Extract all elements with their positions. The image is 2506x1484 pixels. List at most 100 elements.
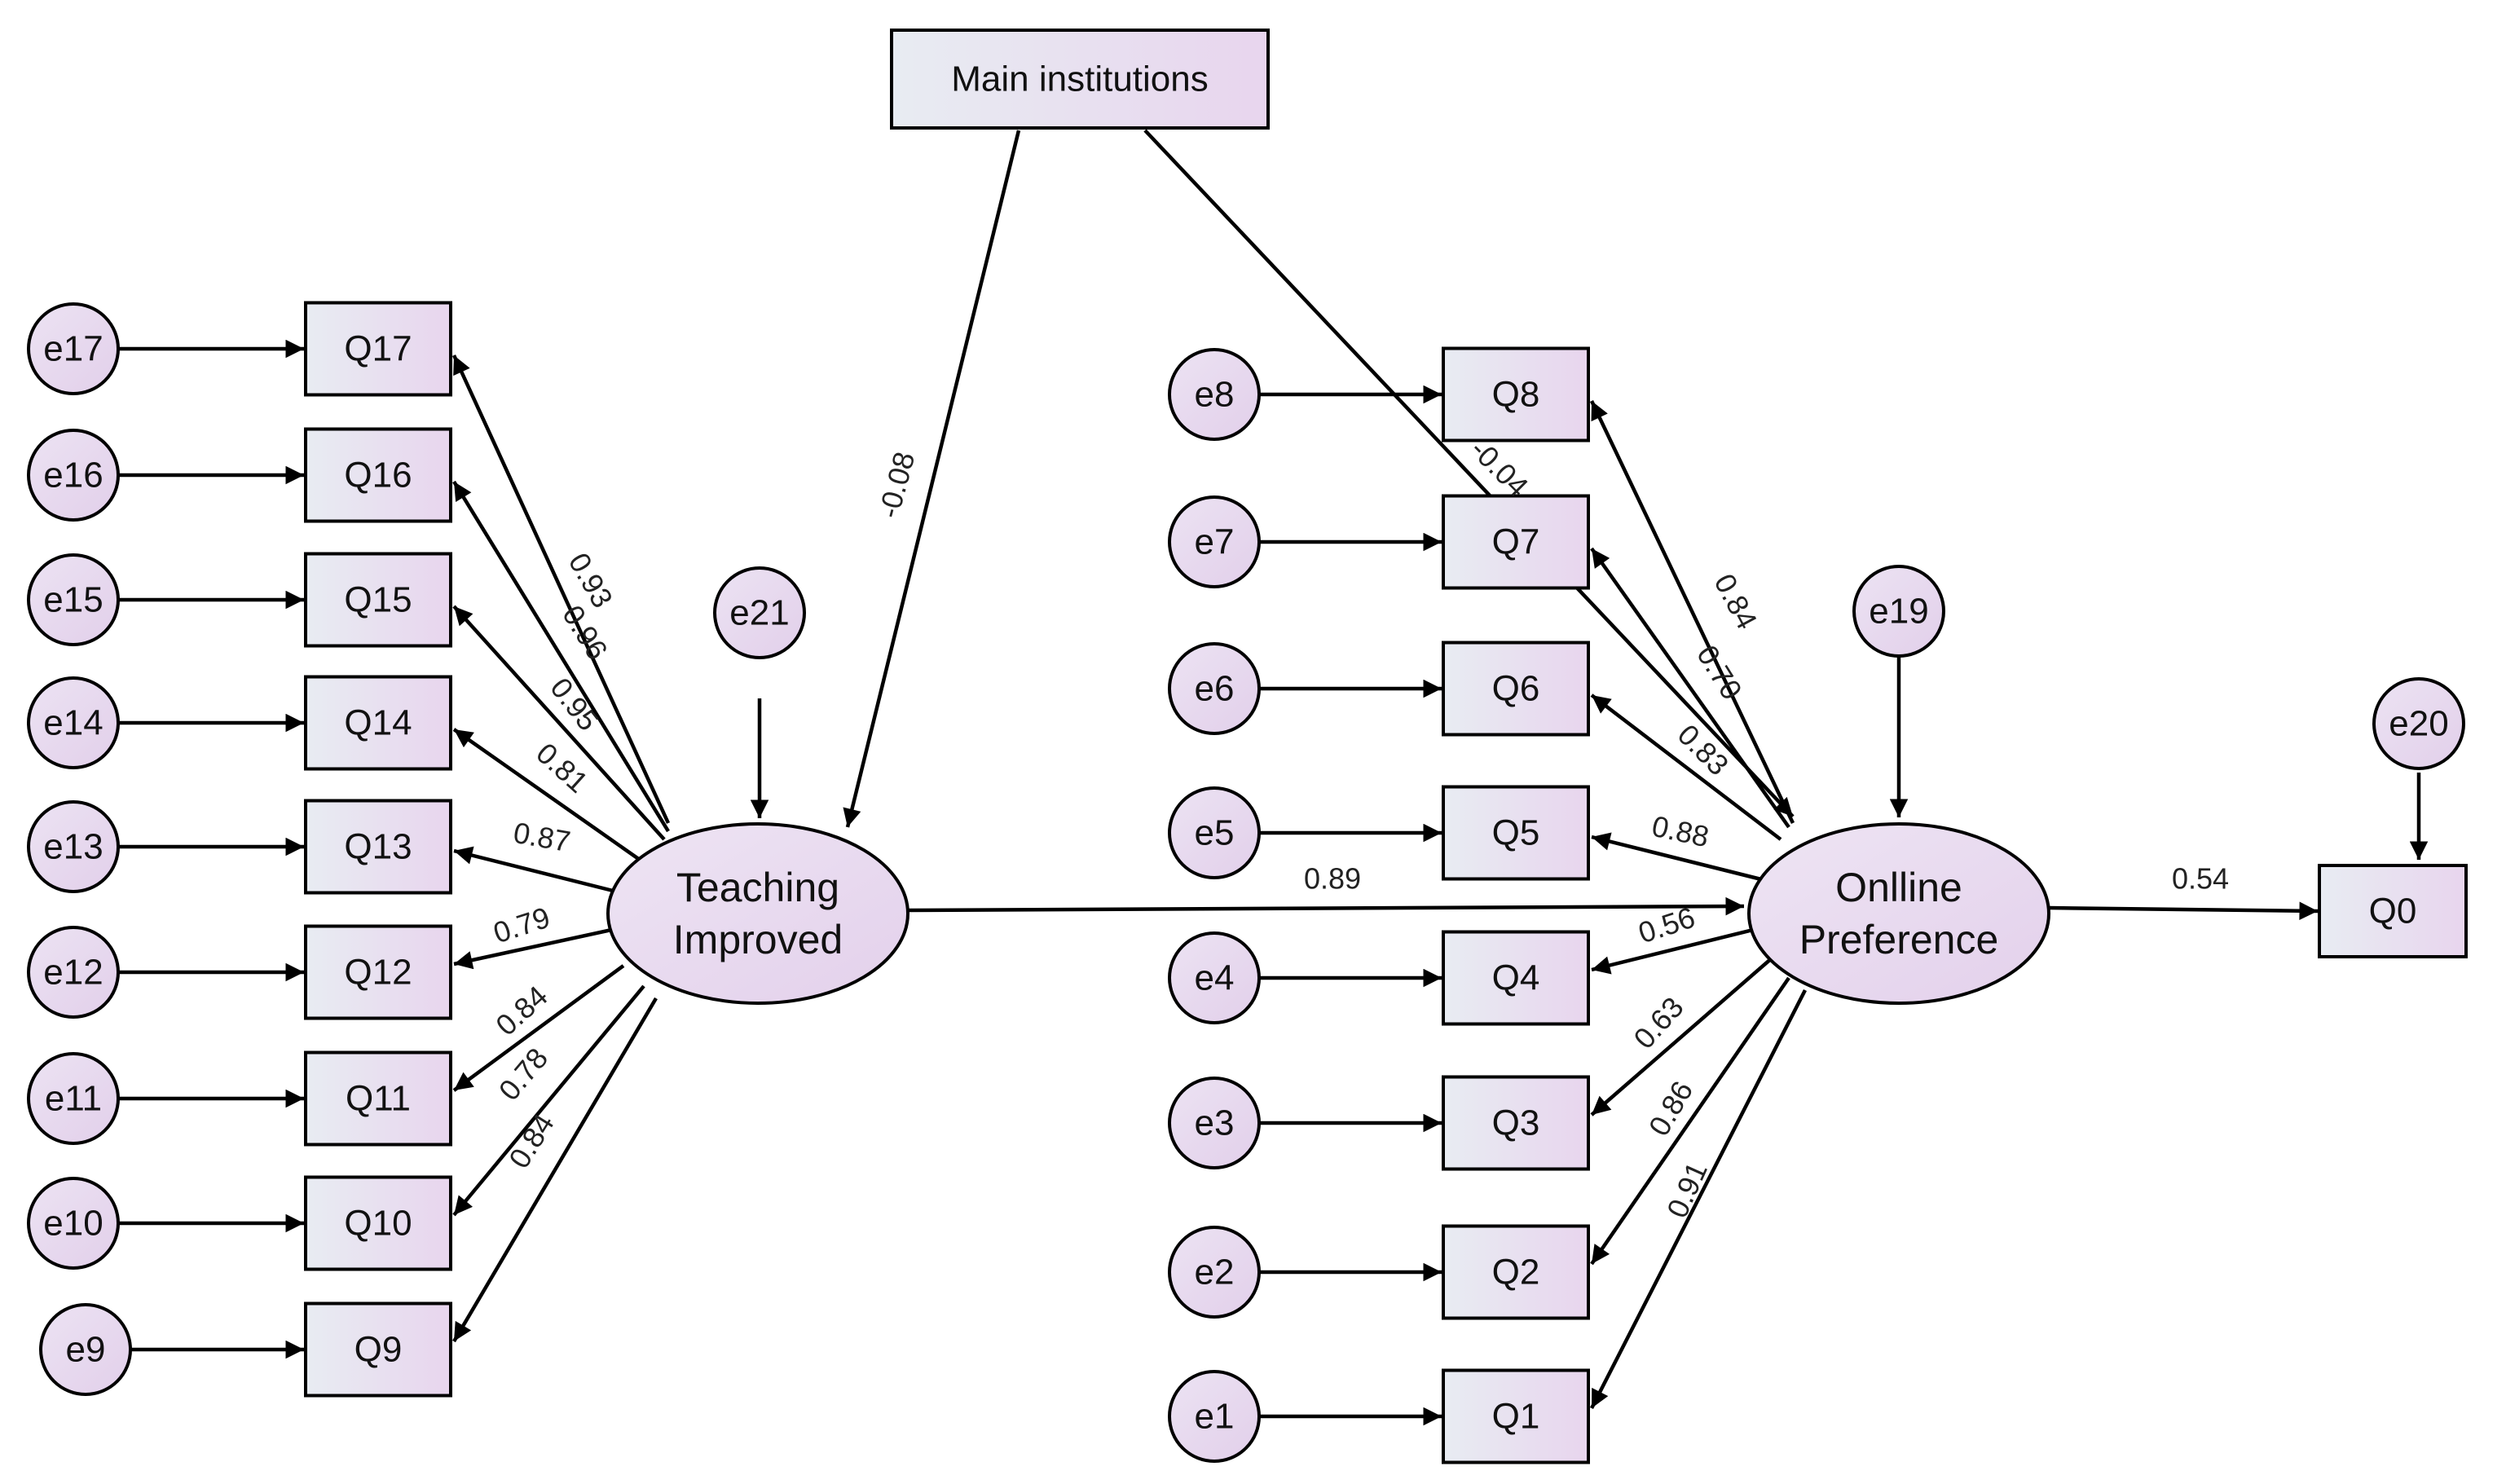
e19-circle-label: e19 — [1869, 592, 1928, 632]
q16-box-label: Q16 — [344, 456, 412, 495]
e8-circle-label: e8 — [1195, 375, 1235, 415]
e4-circle: e4 — [1168, 931, 1261, 1024]
coef-teaching-Q13: 0.87 — [511, 816, 573, 859]
path-main-to-teaching — [843, 130, 1021, 828]
q7-box-label: Q7 — [1492, 522, 1540, 562]
e7-circle-label: e7 — [1195, 522, 1235, 562]
q4-box: Q4 — [1442, 930, 1590, 1026]
coef-teaching-to-online: 0.89 — [1304, 862, 1361, 896]
q11-box: Q11 — [304, 1050, 452, 1147]
q0-box: Q0 — [2318, 864, 2468, 958]
path-online-to-Q1 — [1589, 989, 1808, 1410]
path-online-to-Q6 — [1590, 694, 1782, 841]
path-teaching-to-Q10 — [452, 984, 645, 1217]
q16-box: Q16 — [304, 427, 452, 523]
path-main-to-online — [1143, 129, 1795, 818]
q12-box-label: Q12 — [344, 953, 412, 993]
e20-circle: e20 — [2372, 677, 2465, 770]
q5-box-label: Q5 — [1492, 813, 1540, 853]
e13-circle-label: e13 — [43, 827, 103, 867]
coef-teaching-Q15: 0.95 — [544, 672, 605, 737]
q6-box: Q6 — [1442, 641, 1590, 737]
e12-circle-label: e12 — [43, 953, 103, 993]
e19-circle: e19 — [1852, 565, 1945, 658]
e21-circle: e21 — [713, 566, 806, 659]
coef-teaching-Q16: 0.96 — [556, 599, 614, 665]
path-online-to-q0 — [2048, 901, 2319, 920]
coef-teaching-Q10: 0.78 — [492, 1041, 554, 1107]
coef-teaching-Q11: 0.84 — [489, 979, 554, 1041]
path-online-to-Q7 — [1590, 547, 1790, 829]
q14-box: Q14 — [304, 675, 452, 771]
coef-online-Q7: 0.70 — [1690, 639, 1749, 705]
coef-teaching-Q9: 0.84 — [502, 1107, 561, 1174]
main-institutions-box-label: Main institutions — [951, 59, 1208, 99]
e2-circle-label: e2 — [1195, 1253, 1235, 1292]
e16-circle: e16 — [27, 429, 120, 522]
e14-circle-label: e14 — [43, 703, 103, 743]
e17-circle: e17 — [27, 302, 120, 395]
coef-online-Q5: 0.88 — [1649, 809, 1711, 854]
e20-circle-label: e20 — [2389, 704, 2448, 744]
q8-box: Q8 — [1442, 346, 1590, 443]
path-online-to-Q2 — [1590, 976, 1790, 1266]
coef-online-Q8: 0.84 — [1707, 568, 1764, 634]
q1-box-label: Q1 — [1492, 1397, 1540, 1437]
q10-box-label: Q10 — [344, 1204, 412, 1244]
path-arrows — [118, 129, 2429, 1426]
path-teaching-to-Q13 — [453, 846, 620, 895]
main-institutions-box: Main institutions — [890, 29, 1270, 130]
q3-box-label: Q3 — [1492, 1103, 1540, 1143]
q8-box-label: Q8 — [1492, 375, 1540, 415]
path-online-to-Q5 — [1591, 832, 1765, 883]
coef-online-Q6: 0.83 — [1671, 718, 1736, 782]
path-online-to-Q4 — [1591, 927, 1757, 975]
e2-circle: e2 — [1168, 1226, 1261, 1319]
path-teaching-to-Q17 — [451, 354, 671, 824]
q2-box: Q2 — [1442, 1224, 1590, 1320]
e11-circle-label: e11 — [45, 1079, 102, 1119]
e6-circle: e6 — [1168, 642, 1261, 735]
coef-main-to-online: -0.04 — [1464, 432, 1535, 503]
e10-circle: e10 — [27, 1177, 120, 1270]
q6-box-label: Q6 — [1492, 669, 1540, 709]
path-online-to-Q3 — [1590, 956, 1774, 1116]
e9-circle-label: e9 — [66, 1330, 106, 1370]
e9-circle: e9 — [39, 1303, 132, 1396]
path-online-to-Q8 — [1589, 400, 1795, 824]
q10-box: Q10 — [304, 1175, 452, 1271]
e3-circle: e3 — [1168, 1077, 1261, 1169]
e15-circle: e15 — [27, 553, 120, 646]
e1-circle-label: e1 — [1195, 1397, 1235, 1437]
e21-circle-label: e21 — [729, 593, 789, 633]
coef-online-to-q0: 0.54 — [2172, 862, 2229, 896]
coef-online-Q2: 0.86 — [1642, 1075, 1700, 1141]
teaching-improved-ellipse-label-line2: Improved — [673, 917, 843, 962]
e8-circle: e8 — [1168, 348, 1261, 441]
e13-circle: e13 — [27, 800, 120, 893]
path-teaching-to-Q14 — [452, 728, 641, 861]
e5-circle-label: e5 — [1195, 813, 1235, 853]
q15-box: Q15 — [304, 552, 452, 648]
path-teaching-to-Q15 — [452, 605, 666, 841]
path-teaching-to-online — [907, 896, 1745, 916]
coef-online-Q3: 0.63 — [1627, 990, 1689, 1055]
q4-box-label: Q4 — [1492, 958, 1540, 998]
e14-circle: e14 — [27, 676, 120, 769]
path-teaching-to-Q9 — [452, 997, 658, 1343]
e11-circle: e11 — [27, 1052, 120, 1145]
q0-box-label: Q0 — [2369, 892, 2417, 931]
e16-circle-label: e16 — [43, 456, 103, 495]
e15-circle-label: e15 — [43, 580, 103, 620]
e12-circle: e12 — [27, 926, 120, 1019]
q13-box-label: Q13 — [344, 827, 412, 867]
q14-box-label: Q14 — [344, 703, 412, 743]
e3-circle-label: e3 — [1195, 1103, 1235, 1143]
e4-circle-label: e4 — [1195, 958, 1235, 998]
q3-box: Q3 — [1442, 1075, 1590, 1171]
q5-box: Q5 — [1442, 785, 1590, 881]
